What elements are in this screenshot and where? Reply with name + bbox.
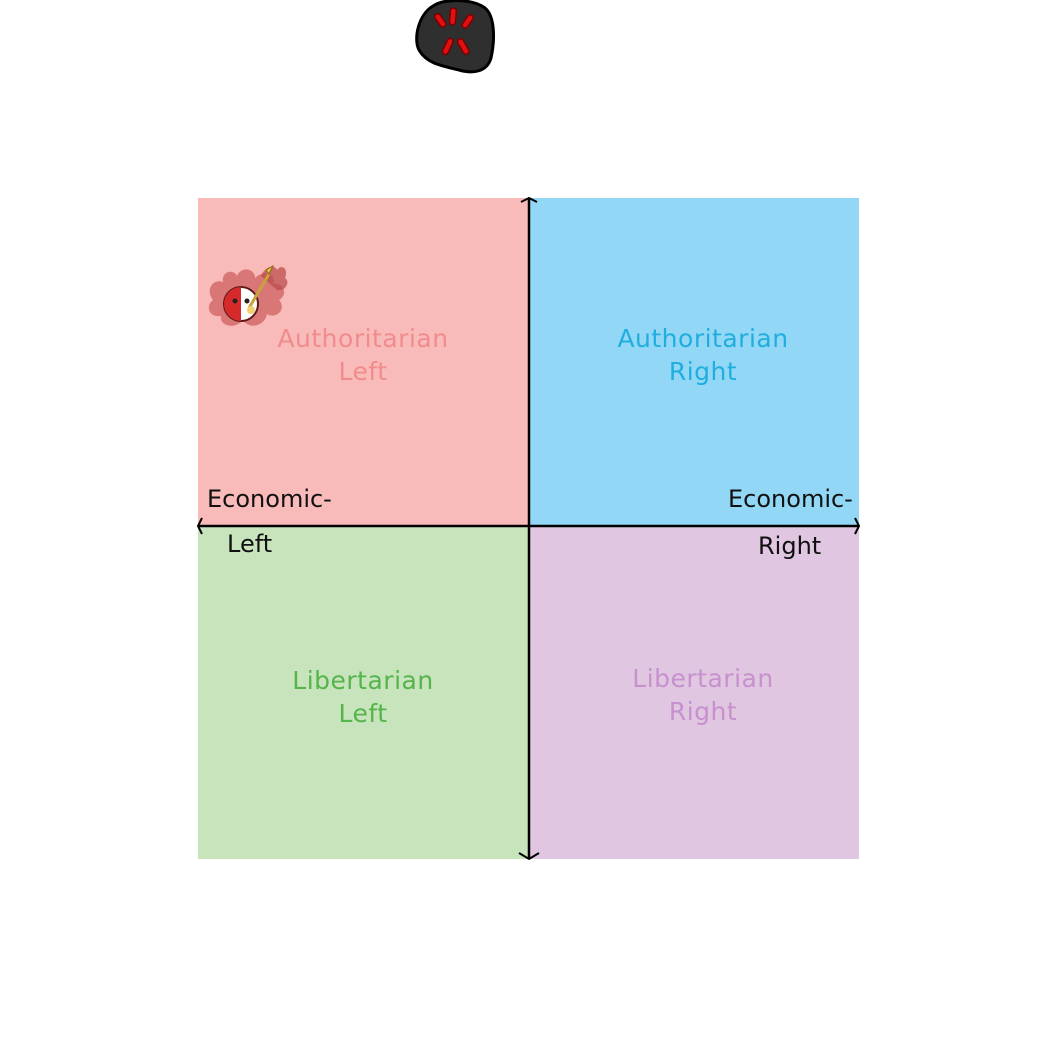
quadrant-authoritarian-left (198, 198, 529, 526)
quadrant-libertarian-right (529, 526, 859, 859)
label-authoritarian-right: Authoritarian Right (617, 324, 789, 386)
label-authoritarian-left: Authoritarian Left (277, 324, 449, 386)
arrow-right-icon (854, 517, 861, 535)
arrow-down-icon (518, 852, 540, 861)
axis-label-economic-right-line1: Economic- (728, 485, 853, 513)
axis-label-economic-left-line1: Economic- (207, 485, 332, 513)
top-badge-icon (415, 0, 495, 74)
label-libertarian-right: Libertarian Right (632, 664, 774, 726)
axis-label-economic-left-line2: Left (227, 530, 273, 558)
quadrant-libertarian-left (198, 526, 529, 859)
axis-label-economic-right-line2: Right (758, 532, 822, 560)
label-libertarian-left: Libertarian Left (292, 666, 434, 728)
arrow-left-icon (196, 517, 203, 535)
quadrant-authoritarian-right (529, 198, 859, 526)
axes (196, 196, 861, 861)
political-compass: Authoritarian Left Authoritarian Right L… (196, 196, 861, 861)
arrow-up-icon (520, 196, 538, 203)
flaming-countryball-marker-icon (203, 260, 293, 336)
